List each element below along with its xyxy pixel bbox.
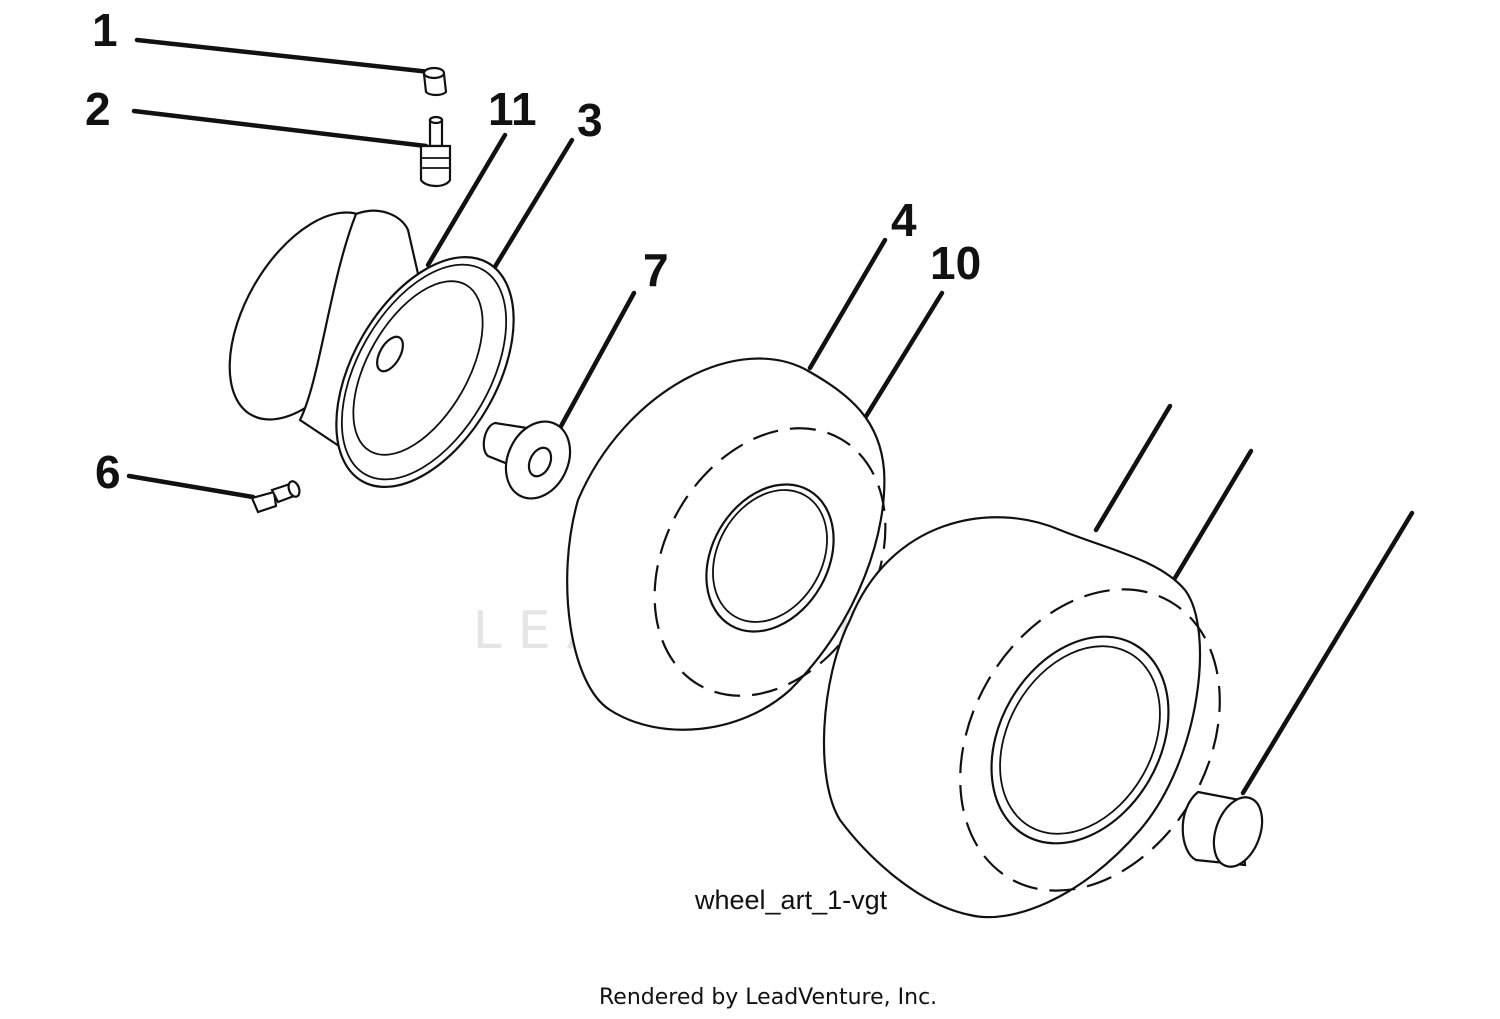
flange-bushing-part xyxy=(482,420,572,500)
callout-6: 6 xyxy=(95,446,121,498)
callout-2: 2 xyxy=(85,83,111,135)
leader-4 xyxy=(807,237,888,371)
rear-tire-part xyxy=(822,516,1221,919)
callout-10: 10 xyxy=(930,237,981,289)
hub-cap-part xyxy=(1181,790,1264,868)
render-credit: Rendered by LeadVenture, Inc. xyxy=(599,985,937,1010)
callout-1: 1 xyxy=(92,4,118,56)
leader-10 xyxy=(862,290,945,421)
leader-1 xyxy=(134,37,433,75)
leader-lines xyxy=(126,37,1415,796)
callout-4: 4 xyxy=(891,194,917,246)
callout-3: 3 xyxy=(577,94,603,146)
callout-7: 7 xyxy=(643,244,669,296)
leader-3 xyxy=(490,137,575,273)
leader-8 xyxy=(1172,448,1254,581)
callout-labels: 1 2 11 3 4 10 7 6 xyxy=(85,4,981,498)
wheel-rim-part xyxy=(228,209,515,489)
leader-7 xyxy=(557,290,637,431)
front-tire-part xyxy=(566,357,887,731)
leader-9 xyxy=(1240,510,1415,796)
diagram-caption: wheel_art_1-vgt xyxy=(694,885,888,915)
callout-11: 11 xyxy=(488,83,537,135)
leader-5 xyxy=(1093,403,1173,533)
leader-6 xyxy=(126,473,256,500)
grease-fitting-part xyxy=(250,480,301,514)
leader-11 xyxy=(425,132,508,268)
leader-2 xyxy=(131,108,429,149)
valve-stem-part xyxy=(419,115,452,188)
valve-cap-part xyxy=(422,66,448,97)
